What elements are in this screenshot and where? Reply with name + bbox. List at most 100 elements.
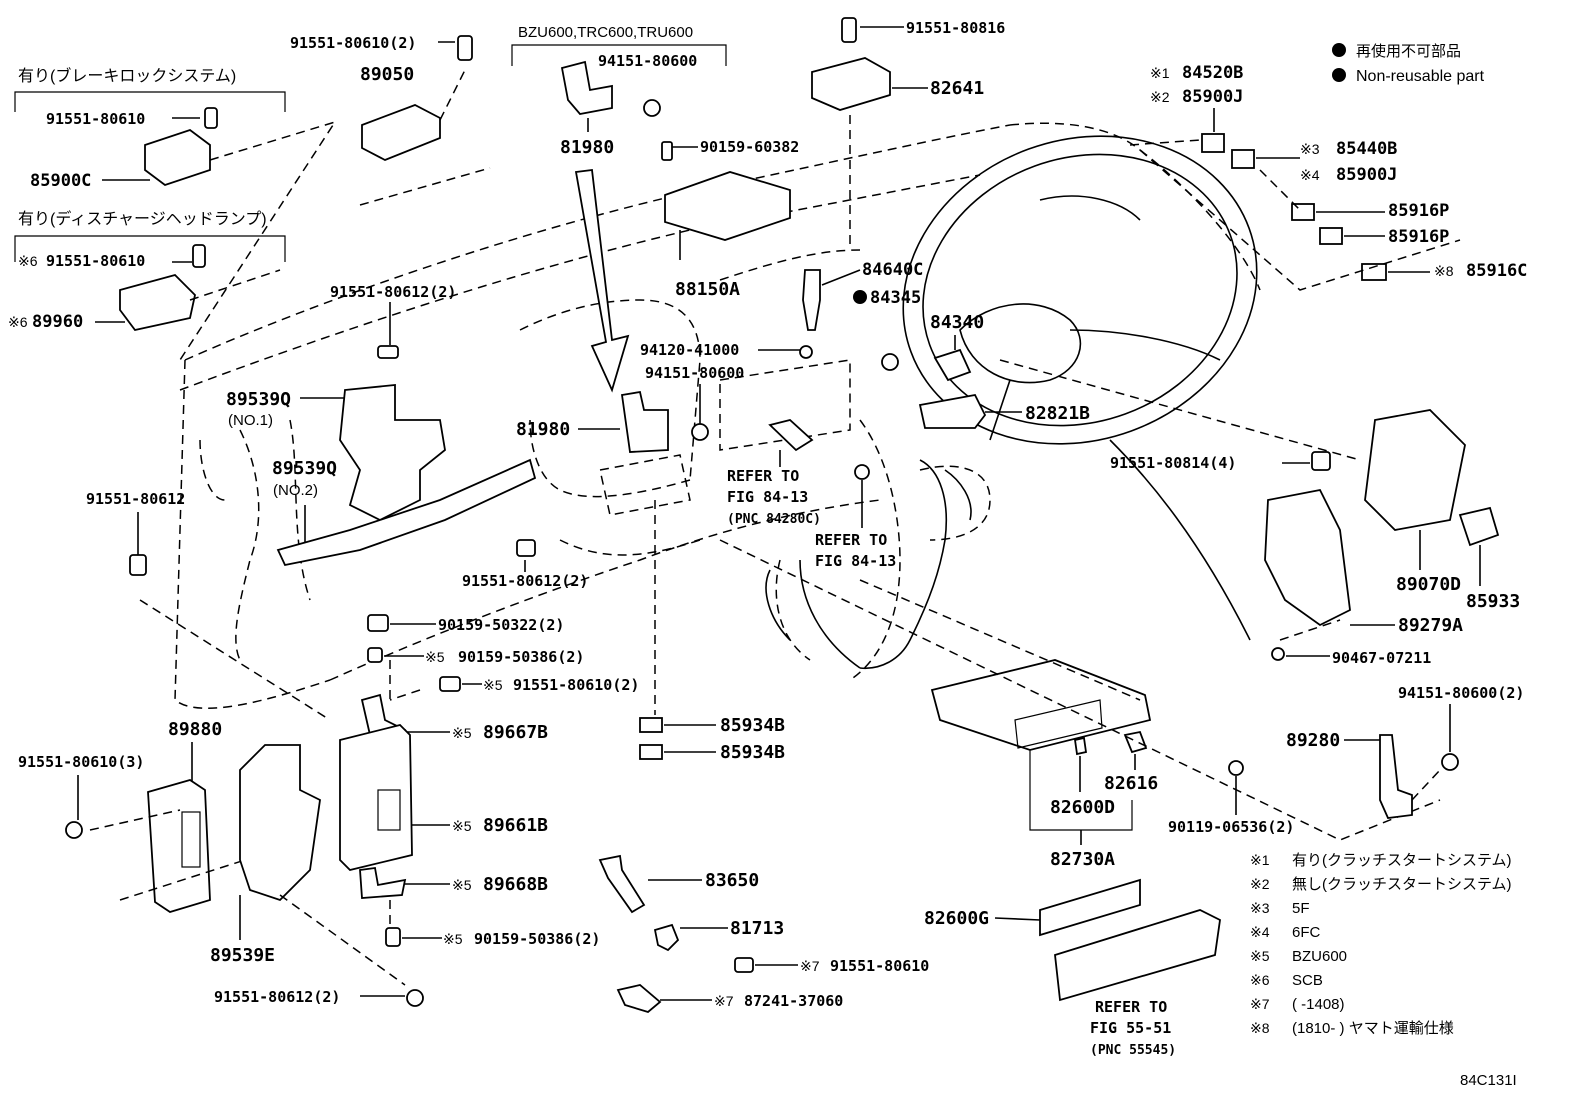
fuse-82600D: [1073, 736, 1088, 756]
label-90159-50386-2-a: 90159-50386(2): [458, 648, 584, 666]
variant-models-label: BZU600,TRC600,TRU600: [518, 24, 693, 41]
group-brake-lock: 有り(ブレーキロックシステム) 91551-80610 85900C: [14, 66, 286, 191]
label-89668B: 89668B: [483, 874, 548, 895]
legend-text-jp: 再使用不可部品: [1356, 43, 1461, 60]
switch-84340: [933, 348, 972, 382]
label-91551-80610-c: 91551-80610: [830, 957, 929, 975]
label-89661B: 89661B: [483, 815, 548, 836]
bolt-91551-80610-2-top: [457, 35, 473, 61]
label-91551-80612-2-c: 91551-80612(2): [214, 988, 340, 1006]
label-90467-07211: 90467-07211: [1332, 649, 1431, 667]
label-94151-80600-2: 94151-80600(2): [1398, 684, 1524, 702]
label-87241-37060: 87241-37060: [744, 992, 843, 1010]
connector-85934B-2: [639, 744, 663, 760]
label-no2: (NO.2): [273, 482, 318, 499]
refer3-line1: REFER TO: [1095, 998, 1167, 1016]
relay-85916C: [1361, 263, 1387, 281]
label-82600G: 82600G: [924, 908, 989, 929]
module-89960-shape: [119, 273, 196, 332]
mark-5-a: ※5: [425, 649, 445, 665]
refer3-line2: FIG 55-51: [1090, 1019, 1171, 1037]
note-4-text: 6FC: [1292, 924, 1321, 941]
fuse-82616: [1123, 730, 1148, 754]
relay-85900C-shape: [144, 128, 211, 187]
label-82641: 82641: [930, 78, 984, 99]
legend-dot-jp: [1332, 43, 1346, 57]
bracket-87241-37060: [616, 984, 662, 1014]
direction-arrow: [574, 168, 630, 393]
label-84340: 84340: [930, 312, 984, 333]
bolt-91551-80612-2-c: [406, 989, 424, 1007]
bracket-89539Q-2: [276, 458, 537, 567]
ecu-82730A-face: [1014, 699, 1103, 749]
label-81713: 81713: [730, 918, 784, 939]
label-89539Q-1: 89539Q: [226, 389, 291, 410]
label-85916P-2: 85916P: [1388, 227, 1449, 247]
connector-83650: [598, 854, 646, 914]
clip-refer2: [854, 464, 870, 480]
label-89279A: 89279A: [1398, 615, 1463, 636]
label-84520B: 84520B: [1182, 63, 1243, 83]
label-91551-80610-b: 91551-80610: [46, 252, 145, 270]
gear-lever-boot: [765, 459, 972, 670]
label-81980-mid: 81980: [516, 419, 570, 440]
unit-82641-shape: [811, 57, 891, 111]
bolt-91551-80612-2-a: [377, 345, 399, 359]
label-89539Q-2: 89539Q: [272, 458, 337, 479]
mark-3: ※3: [1300, 141, 1320, 157]
refer1-line2: FIG 84-13: [727, 488, 808, 506]
bolt-91551-80610-b: [192, 244, 206, 268]
mark-1: ※1: [1150, 65, 1170, 81]
label-82616: 82616: [1104, 773, 1158, 794]
note-1-mark: ※1: [1250, 852, 1270, 868]
label-89050: 89050: [360, 64, 414, 85]
nut-94120-41000: [799, 345, 813, 359]
bolt-90159-50386-a: [367, 647, 383, 663]
clip-81713: [653, 923, 680, 952]
refer2-line1: REFER TO: [815, 531, 887, 549]
sensor-89280: [1379, 734, 1413, 819]
bolt-91551-80610-3: [65, 821, 83, 839]
bolt-91551-80612-left: [129, 554, 147, 576]
mark-5-b: ※5: [483, 677, 503, 693]
relay-84520B: [1201, 133, 1225, 153]
connector-85934B-1: [639, 717, 663, 733]
label-82730A: 82730A: [1050, 849, 1115, 870]
switch-84280C: [768, 419, 814, 452]
label-85900J-1: 85900J: [1182, 87, 1243, 107]
label-85934B-2: 85934B: [720, 742, 785, 763]
relay-85440B: [1231, 149, 1255, 169]
label-90159-50386-2-b: 90159-50386(2): [474, 930, 600, 948]
label-91551-80612-2-a: 91551-80612(2): [330, 283, 456, 301]
note-6-text: SCB: [1292, 972, 1323, 989]
label-91551-80610-2-top: 91551-80610(2): [290, 34, 416, 52]
legend-text-en: Non-reusable part: [1356, 68, 1485, 85]
note-7-text: ( -1408): [1292, 996, 1345, 1013]
note-1-text: 有り(クラッチスタートシステム): [1292, 852, 1512, 869]
label-89960: 89960: [32, 312, 83, 332]
mark-2: ※2: [1150, 89, 1170, 105]
label-81980-top: 81980: [560, 137, 614, 158]
airbag-sensor-88150A-shape: [664, 171, 791, 241]
ecu-89880-connector: [181, 811, 201, 868]
bolt-91551-80814-4: [1311, 451, 1331, 471]
label-85934B-1: 85934B: [720, 715, 785, 736]
label-91551-80814-4: 91551-80814(4): [1110, 454, 1236, 472]
note-6-mark: ※6: [1250, 972, 1270, 988]
notes: ※1 有り(クラッチスタートシステム) ※2 無し(クラッチスタートシステム) …: [1250, 852, 1512, 1037]
refer2-line2: FIG 84-13: [815, 552, 896, 570]
panel-82600G: [1039, 878, 1141, 937]
label-94151-80600-top: 94151-80600: [598, 52, 697, 70]
bolt-91551-80816: [841, 17, 857, 43]
legend: 再使用不可部品 Non-reusable part: [1332, 43, 1485, 85]
mark-4: ※4: [1300, 167, 1320, 183]
ecu-89661B-connector: [377, 789, 401, 831]
mark-5-e: ※5: [452, 877, 472, 893]
switch-84640C: [802, 269, 821, 331]
label-85916C: 85916C: [1466, 261, 1527, 281]
ecu-82730A-shape: [930, 659, 1152, 751]
note-2-mark: ※2: [1250, 876, 1270, 892]
bolt-90159-50386-b: [385, 927, 401, 947]
label-89070D: 89070D: [1396, 574, 1461, 595]
